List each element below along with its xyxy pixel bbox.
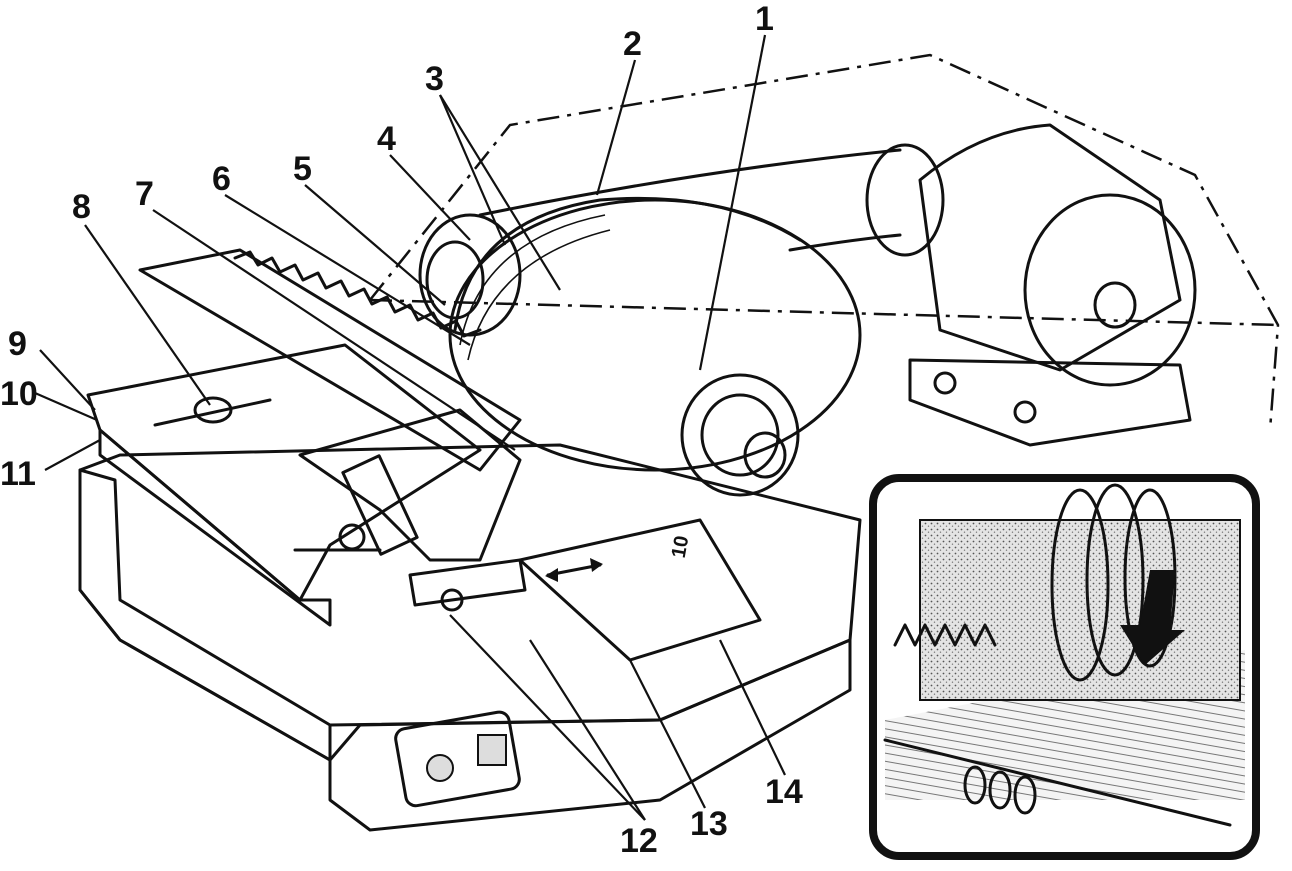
inset-detail bbox=[869, 474, 1260, 860]
scale-arrow bbox=[545, 558, 603, 582]
callout-11: 11 bbox=[0, 455, 36, 493]
electric-motor bbox=[865, 123, 1197, 447]
drive-belt bbox=[478, 148, 902, 252]
callout-3: 3 bbox=[425, 60, 444, 98]
callout-5: 5 bbox=[293, 150, 312, 188]
callout-6: 6 bbox=[212, 160, 231, 198]
enclosure-outline bbox=[369, 53, 1280, 431]
saw-blade bbox=[233, 250, 482, 338]
feed-carriage bbox=[153, 396, 522, 612]
callout-14: 14 bbox=[765, 773, 803, 811]
table-top bbox=[86, 248, 762, 662]
callout-9: 9 bbox=[8, 325, 27, 363]
callout-12: 12 bbox=[620, 822, 658, 860]
callout-13: 13 bbox=[690, 805, 728, 843]
small-pulley bbox=[418, 213, 522, 337]
switch-panel bbox=[394, 710, 521, 808]
callout-7: 7 bbox=[135, 175, 154, 213]
callout-8: 8 bbox=[72, 188, 91, 226]
callout-labels: 1 2 3 4 5 6 7 8 9 10 11 12 13 14 bbox=[0, 0, 803, 860]
leader-lines bbox=[34, 34, 786, 821]
callout-4: 4 bbox=[377, 120, 396, 158]
callout-10: 10 bbox=[0, 375, 38, 413]
scale-mark: 10 bbox=[668, 534, 694, 560]
callout-2: 2 bbox=[623, 25, 642, 63]
spindle-housing bbox=[448, 196, 862, 497]
callout-1: 1 bbox=[755, 0, 774, 38]
